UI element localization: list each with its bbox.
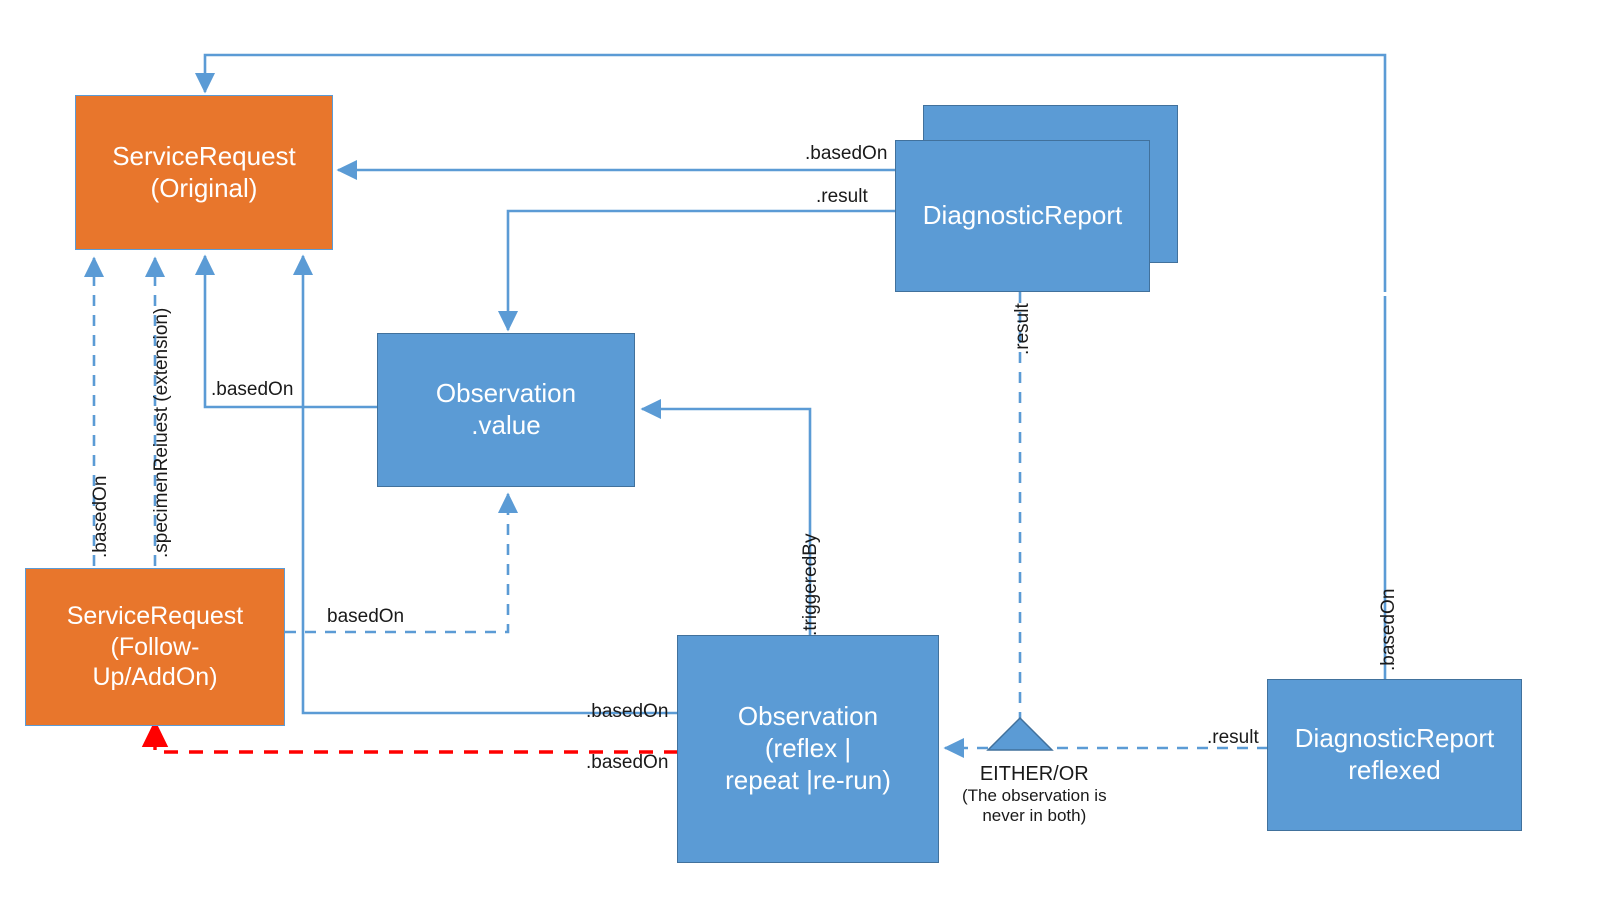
either-or-annotation: EITHER/OR (The observation is never in b… [962,762,1107,827]
edge-label-specimen-request-extension: .specimenReiuest (extension) [151,307,172,558]
either-or-headline: EITHER/OR [979,763,1089,785]
edge-label-dr-basedon: .basedOn [805,143,888,164]
edge-label-triggeredby-vertical: .triggeredBy [800,533,821,636]
node-label-line1: DiagnosticReport [1294,723,1495,754]
node-diagnostic-report[interactable]: DiagnosticReport [895,140,1150,292]
edge-label-observation-reflex-basedon-red: .basedOn [586,752,669,773]
node-service-request-followup[interactable]: ServiceRequest (Follow- Up/AddOn) [25,568,285,726]
node-label-line2: .value [471,410,541,440]
node-label-line3: Up/AddOn) [92,663,218,692]
node-label-line1: DiagnosticReport [922,200,1123,231]
node-observation-value[interactable]: Observation .value [377,333,635,487]
either-or-triangle [986,716,1054,751]
node-service-request-original[interactable]: ServiceRequest (Original) [75,95,333,250]
edge-label-observation-value-basedon: .basedOn [211,379,294,400]
node-observation-reflex[interactable]: Observation (reflex | repeat |re-run) [677,635,939,863]
node-label-line2: reflexed [1348,755,1441,785]
node-label-line1: ServiceRequest [112,140,296,171]
edge-label-reflexed-basedon-vertical: .basedOn [1378,588,1399,671]
node-label-line1: Observation [737,701,879,732]
edge-label-dr-result: .result [816,186,868,207]
edge-label-service-request-basedon-vertical: .basedOn [90,475,111,558]
node-label-line2: (Original) [150,172,258,203]
node-label-line2: (reflex | [764,733,852,764]
either-or-detail-line2: never in both) [982,806,1087,826]
node-label-line1: ServiceRequest [66,602,244,631]
either-or-detail-line1: (The observation is [962,786,1107,805]
edge-label-result-vertical: .result [1012,303,1033,355]
node-label-line2: (Follow- [110,632,200,661]
edge-label-followup-basedon: basedOn [327,606,405,627]
node-label-line3: repeat |re-run) [725,764,891,795]
edge-label-reflexed-result: .result [1207,727,1259,748]
node-diagnostic-report-reflexed[interactable]: DiagnosticReport reflexed [1267,679,1522,831]
edge-label-observation-reflex-basedon: .basedOn [586,701,669,722]
node-label-line1: Observation [435,378,577,409]
